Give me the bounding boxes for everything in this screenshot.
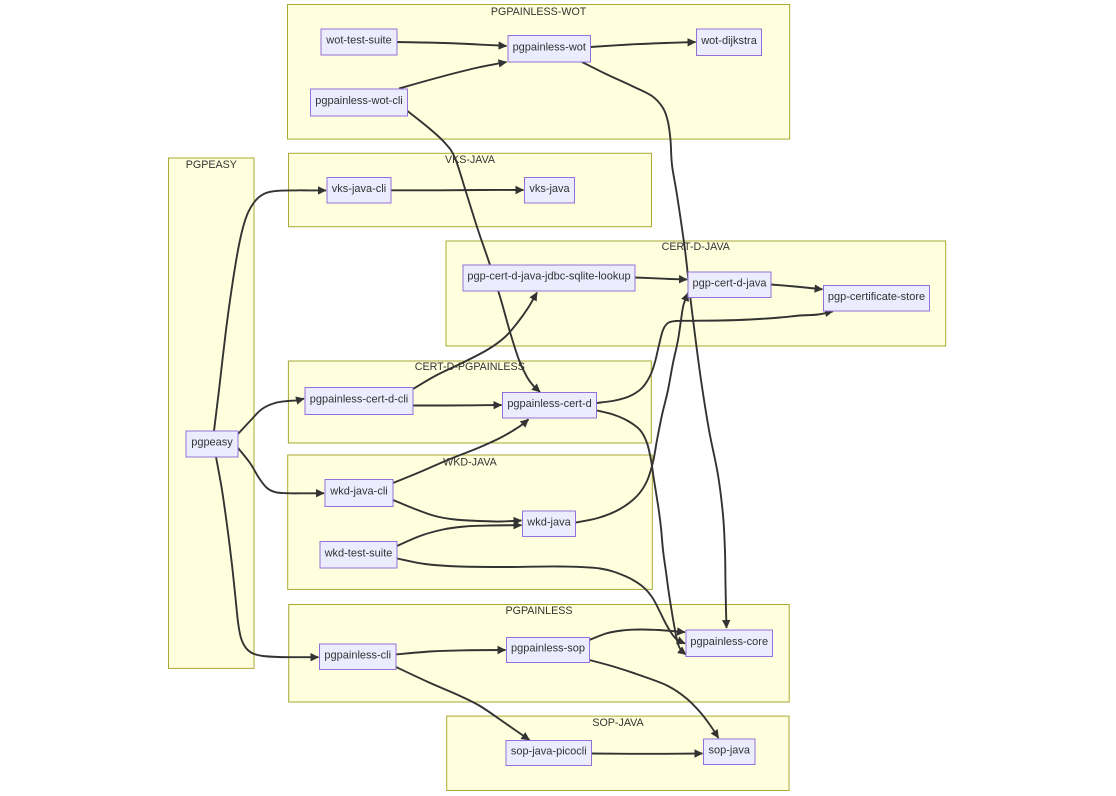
svg-text:PGPEASY: PGPEASY bbox=[186, 159, 237, 171]
svg-text:PGPAINLESS-WOT: PGPAINLESS-WOT bbox=[491, 6, 587, 18]
svg-text:wot-dijkstra: wot-dijkstra bbox=[700, 35, 758, 47]
svg-text:CERT-D-PGPAINLESS: CERT-D-PGPAINLESS bbox=[415, 361, 525, 373]
svg-text:pgp-cert-d-java-jdbc-sqlite-lo: pgp-cert-d-java-jdbc-sqlite-lookup bbox=[467, 271, 630, 283]
svg-text:sop-java-picocli: sop-java-picocli bbox=[511, 746, 587, 758]
svg-text:vks-java: vks-java bbox=[529, 183, 570, 195]
svg-text:WKD-JAVA: WKD-JAVA bbox=[443, 457, 498, 469]
svg-text:pgpainless-core: pgpainless-core bbox=[690, 636, 768, 648]
svg-text:pgpainless-wot: pgpainless-wot bbox=[513, 41, 586, 53]
svg-text:wot-test-suite: wot-test-suite bbox=[325, 35, 391, 47]
svg-text:pgpainless-cli: pgpainless-cli bbox=[324, 649, 391, 661]
svg-text:pgp-certificate-store: pgp-certificate-store bbox=[828, 291, 925, 303]
svg-text:SOP-JAVA: SOP-JAVA bbox=[592, 717, 644, 729]
svg-text:VKS-JAVA: VKS-JAVA bbox=[445, 154, 496, 166]
svg-text:pgpainless-sop: pgpainless-sop bbox=[511, 643, 585, 655]
svg-text:PGPAINLESS: PGPAINLESS bbox=[506, 605, 573, 617]
svg-text:CERT-D-JAVA: CERT-D-JAVA bbox=[662, 241, 731, 253]
svg-text:pgpainless-cert-d: pgpainless-cert-d bbox=[507, 398, 591, 410]
svg-text:pgp-cert-d-java: pgp-cert-d-java bbox=[693, 277, 768, 289]
svg-text:wkd-java: wkd-java bbox=[526, 516, 571, 528]
svg-text:wkd-java-cli: wkd-java-cli bbox=[329, 486, 387, 498]
svg-text:pgpainless-wot-cli: pgpainless-wot-cli bbox=[315, 95, 402, 107]
svg-text:pgpainless-cert-d-cli: pgpainless-cert-d-cli bbox=[310, 394, 408, 406]
svg-text:vks-java-cli: vks-java-cli bbox=[332, 183, 386, 195]
svg-text:wkd-test-suite: wkd-test-suite bbox=[324, 547, 393, 559]
svg-text:sop-java: sop-java bbox=[708, 744, 750, 756]
svg-text:pgpeasy: pgpeasy bbox=[191, 437, 233, 449]
